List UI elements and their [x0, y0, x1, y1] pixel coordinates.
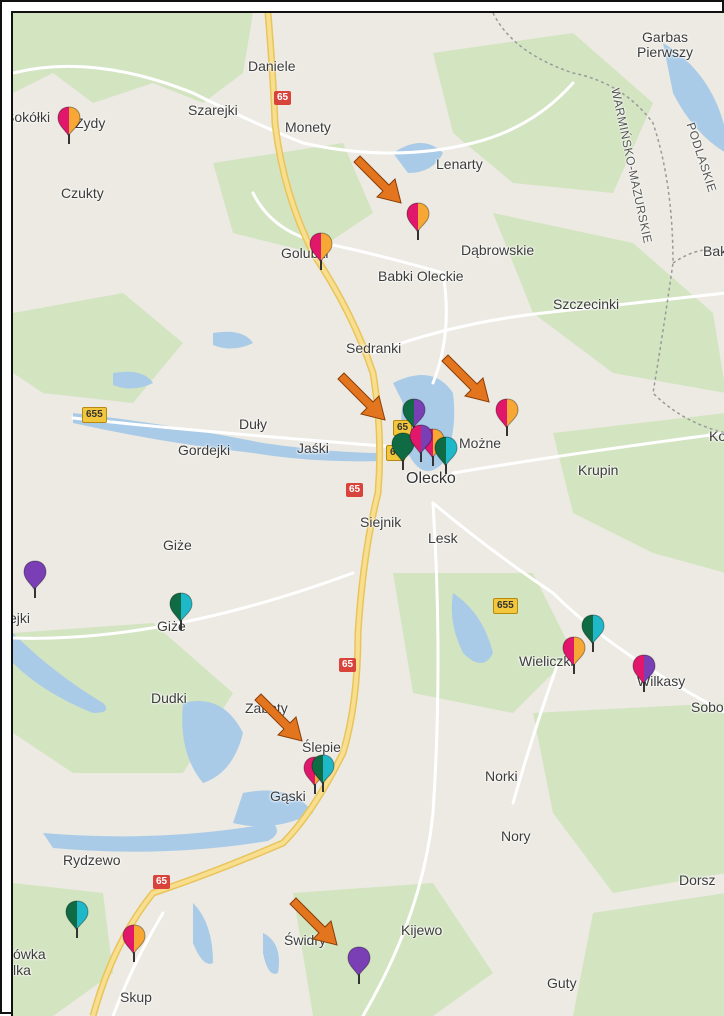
highlight-arrow-icon — [254, 693, 303, 742]
road-shield: 65 — [153, 875, 171, 889]
place-label: Skup — [120, 989, 152, 1005]
place-label: Sokółki — [13, 109, 51, 125]
map-marker-icon[interactable] — [409, 423, 433, 463]
highlight-arrow-icon — [441, 354, 490, 403]
map-marker-icon[interactable] — [391, 431, 415, 471]
place-label: Krupin — [578, 462, 619, 478]
place-label: Gąski — [270, 788, 306, 804]
place-label: Możne — [459, 435, 502, 451]
map-marker-icon[interactable] — [65, 899, 89, 939]
map-marker-icon[interactable] — [495, 397, 519, 437]
place-label: Sobol — [691, 699, 724, 715]
place-label: Daniele — [248, 58, 296, 74]
map-marker-icon[interactable] — [169, 591, 193, 631]
place-label: ejki — [11, 610, 31, 626]
map-marker-icon[interactable] — [347, 945, 371, 985]
place-label: Olecko — [406, 470, 456, 487]
place-label: Garbas Pierwszy — [636, 29, 693, 60]
place-label: Giże — [157, 618, 186, 634]
place-label: Nory — [501, 828, 531, 844]
place-label: Duły — [239, 416, 268, 432]
place-label: Czukty — [61, 185, 104, 201]
place-label: Dorsz — [679, 872, 716, 888]
place-label: ówka — [13, 946, 46, 962]
place-label: Gordejki — [178, 442, 231, 458]
place-label: Lesk — [428, 530, 458, 546]
road-shield: 655 — [82, 407, 107, 423]
road-shield: 65 — [346, 483, 364, 497]
place-label: Rydzewo — [63, 852, 121, 868]
highlight-arrow-icon — [337, 372, 386, 421]
place-label: Giże — [163, 537, 192, 553]
road-shield: 655 — [493, 598, 518, 614]
map-marker-icon[interactable] — [632, 653, 656, 693]
place-label: Norki — [485, 768, 518, 784]
place-label: Dąbrowskie — [461, 242, 535, 258]
map-marker-icon[interactable] — [23, 559, 47, 599]
map-marker-icon[interactable] — [122, 923, 146, 963]
map-marker-icon[interactable] — [434, 435, 458, 475]
place-label: Monety — [285, 119, 331, 135]
place-label: Wilkasy — [637, 673, 686, 689]
highlight-arrow-icon — [353, 155, 402, 204]
map-marker-icon[interactable] — [311, 753, 335, 793]
place-label: Ko — [709, 428, 724, 444]
place-label: Szczecinki — [553, 296, 620, 312]
place-label: Lenarty — [436, 156, 483, 172]
place-label: Ślepie — [302, 739, 341, 755]
road-shield: 65 — [339, 658, 357, 672]
place-label: Kijewo — [401, 922, 443, 938]
place-label: Guty — [547, 975, 577, 991]
place-label: Bak — [703, 243, 724, 259]
place-label: Dudki — [151, 690, 187, 706]
place-label: Babki Oleckie — [378, 268, 464, 284]
place-label: Jaśki — [297, 440, 329, 456]
place-label: Wieliczki — [519, 653, 574, 669]
map-marker-icon[interactable] — [309, 231, 333, 271]
place-label: Sedranki — [346, 340, 402, 356]
map-marker-icon[interactable] — [57, 105, 81, 145]
road-shield: 65 — [274, 91, 292, 105]
place-label: Szarejki — [188, 102, 238, 118]
place-label: Żydy — [75, 115, 106, 131]
place-label: Siejnik — [360, 514, 402, 530]
basemap — [13, 13, 724, 1016]
map-marker-icon[interactable] — [406, 201, 430, 241]
map-marker-icon[interactable] — [562, 635, 586, 675]
highlight-arrow-icon — [289, 897, 338, 946]
place-label: lka — [13, 962, 31, 978]
map-marker-icon[interactable] — [581, 613, 605, 653]
